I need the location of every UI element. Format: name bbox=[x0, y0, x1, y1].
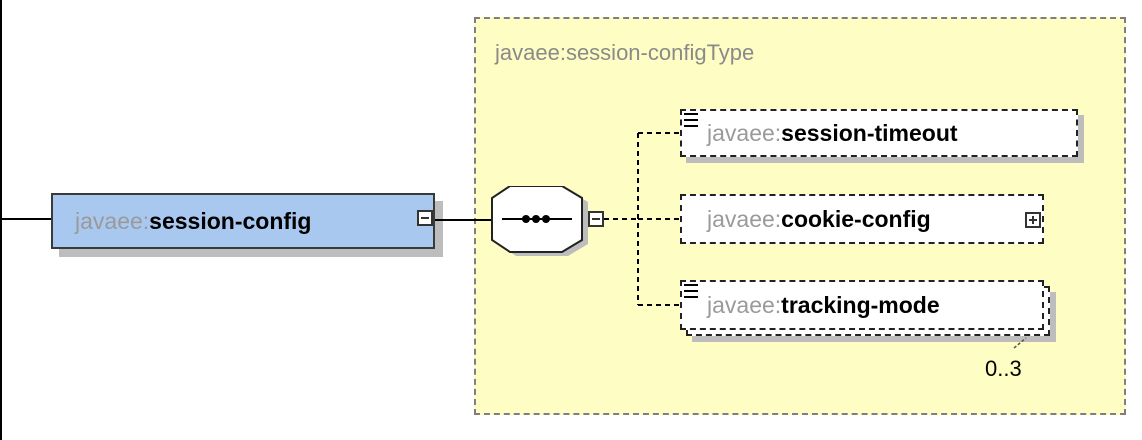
child-element-session-timeout[interactable]: javaee:session-timeout bbox=[680, 109, 1078, 157]
tree-line bbox=[0, 0, 2, 440]
child-connectors bbox=[604, 132, 682, 306]
root-connector-line bbox=[435, 219, 497, 221]
child-prefix: javaee: bbox=[707, 119, 782, 146]
sequence-dot-1 bbox=[522, 215, 530, 223]
documentation-icon bbox=[684, 113, 698, 127]
tree-branch-line bbox=[0, 218, 52, 220]
complex-type-title: javaee:session-configType bbox=[495, 40, 755, 65]
root-element-prefix: javaee: bbox=[75, 207, 150, 234]
sequence-compositor[interactable] bbox=[488, 186, 592, 258]
child-name: tracking-mode bbox=[781, 291, 940, 318]
root-element-name: session-config bbox=[149, 207, 312, 234]
child-name: cookie-config bbox=[781, 205, 931, 232]
sequence-dot-3 bbox=[542, 215, 550, 223]
child-element-tracking-mode[interactable]: javaee:tracking-mode bbox=[680, 280, 1044, 330]
occurrence-label: 0..3 bbox=[985, 356, 1022, 381]
child-name: session-timeout bbox=[781, 119, 958, 146]
child-element-cookie-config[interactable]: javaee:cookie-config bbox=[680, 194, 1044, 244]
documentation-icon bbox=[684, 284, 698, 298]
cookie-config-expand-icon[interactable] bbox=[1025, 212, 1041, 228]
root-element-node[interactable]: javaee:session-config bbox=[51, 193, 435, 249]
child-prefix: javaee: bbox=[707, 291, 782, 318]
occurs-tick bbox=[1013, 337, 1027, 349]
root-collapse-icon[interactable] bbox=[417, 210, 433, 226]
sequence-dot-2 bbox=[532, 215, 540, 223]
child-prefix: javaee: bbox=[707, 205, 782, 232]
sequence-collapse-icon[interactable] bbox=[588, 211, 604, 227]
